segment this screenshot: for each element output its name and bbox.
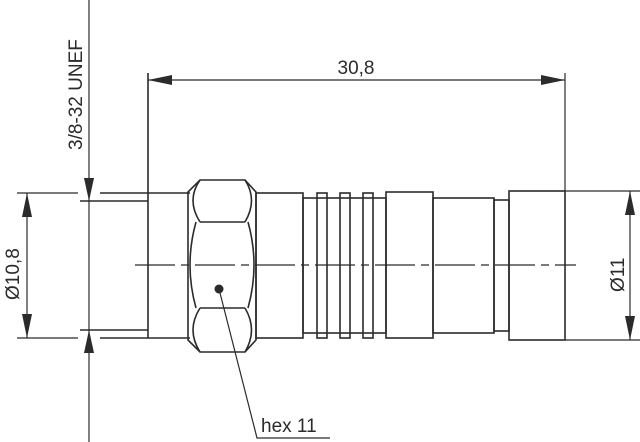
length-label: 30,8 <box>338 58 375 79</box>
thread-label: 3/8-32 UNEF <box>66 39 87 150</box>
hex-callout: hex 11 <box>218 288 330 439</box>
length-dimension: 30,8 <box>148 58 566 191</box>
right-diameter-dimension: Ø11 <box>565 190 640 341</box>
left-diameter-dimension: Ø10,8 <box>3 192 78 339</box>
thread-section <box>80 73 190 339</box>
left-diameter-label: Ø10,8 <box>3 248 24 300</box>
hex-label: hex 11 <box>261 416 317 437</box>
thread-dimension: 3/8-32 UNEF <box>66 0 94 442</box>
ribbed-body <box>255 190 566 341</box>
hex-nut <box>187 179 257 353</box>
right-diameter-label: Ø11 <box>608 257 629 292</box>
